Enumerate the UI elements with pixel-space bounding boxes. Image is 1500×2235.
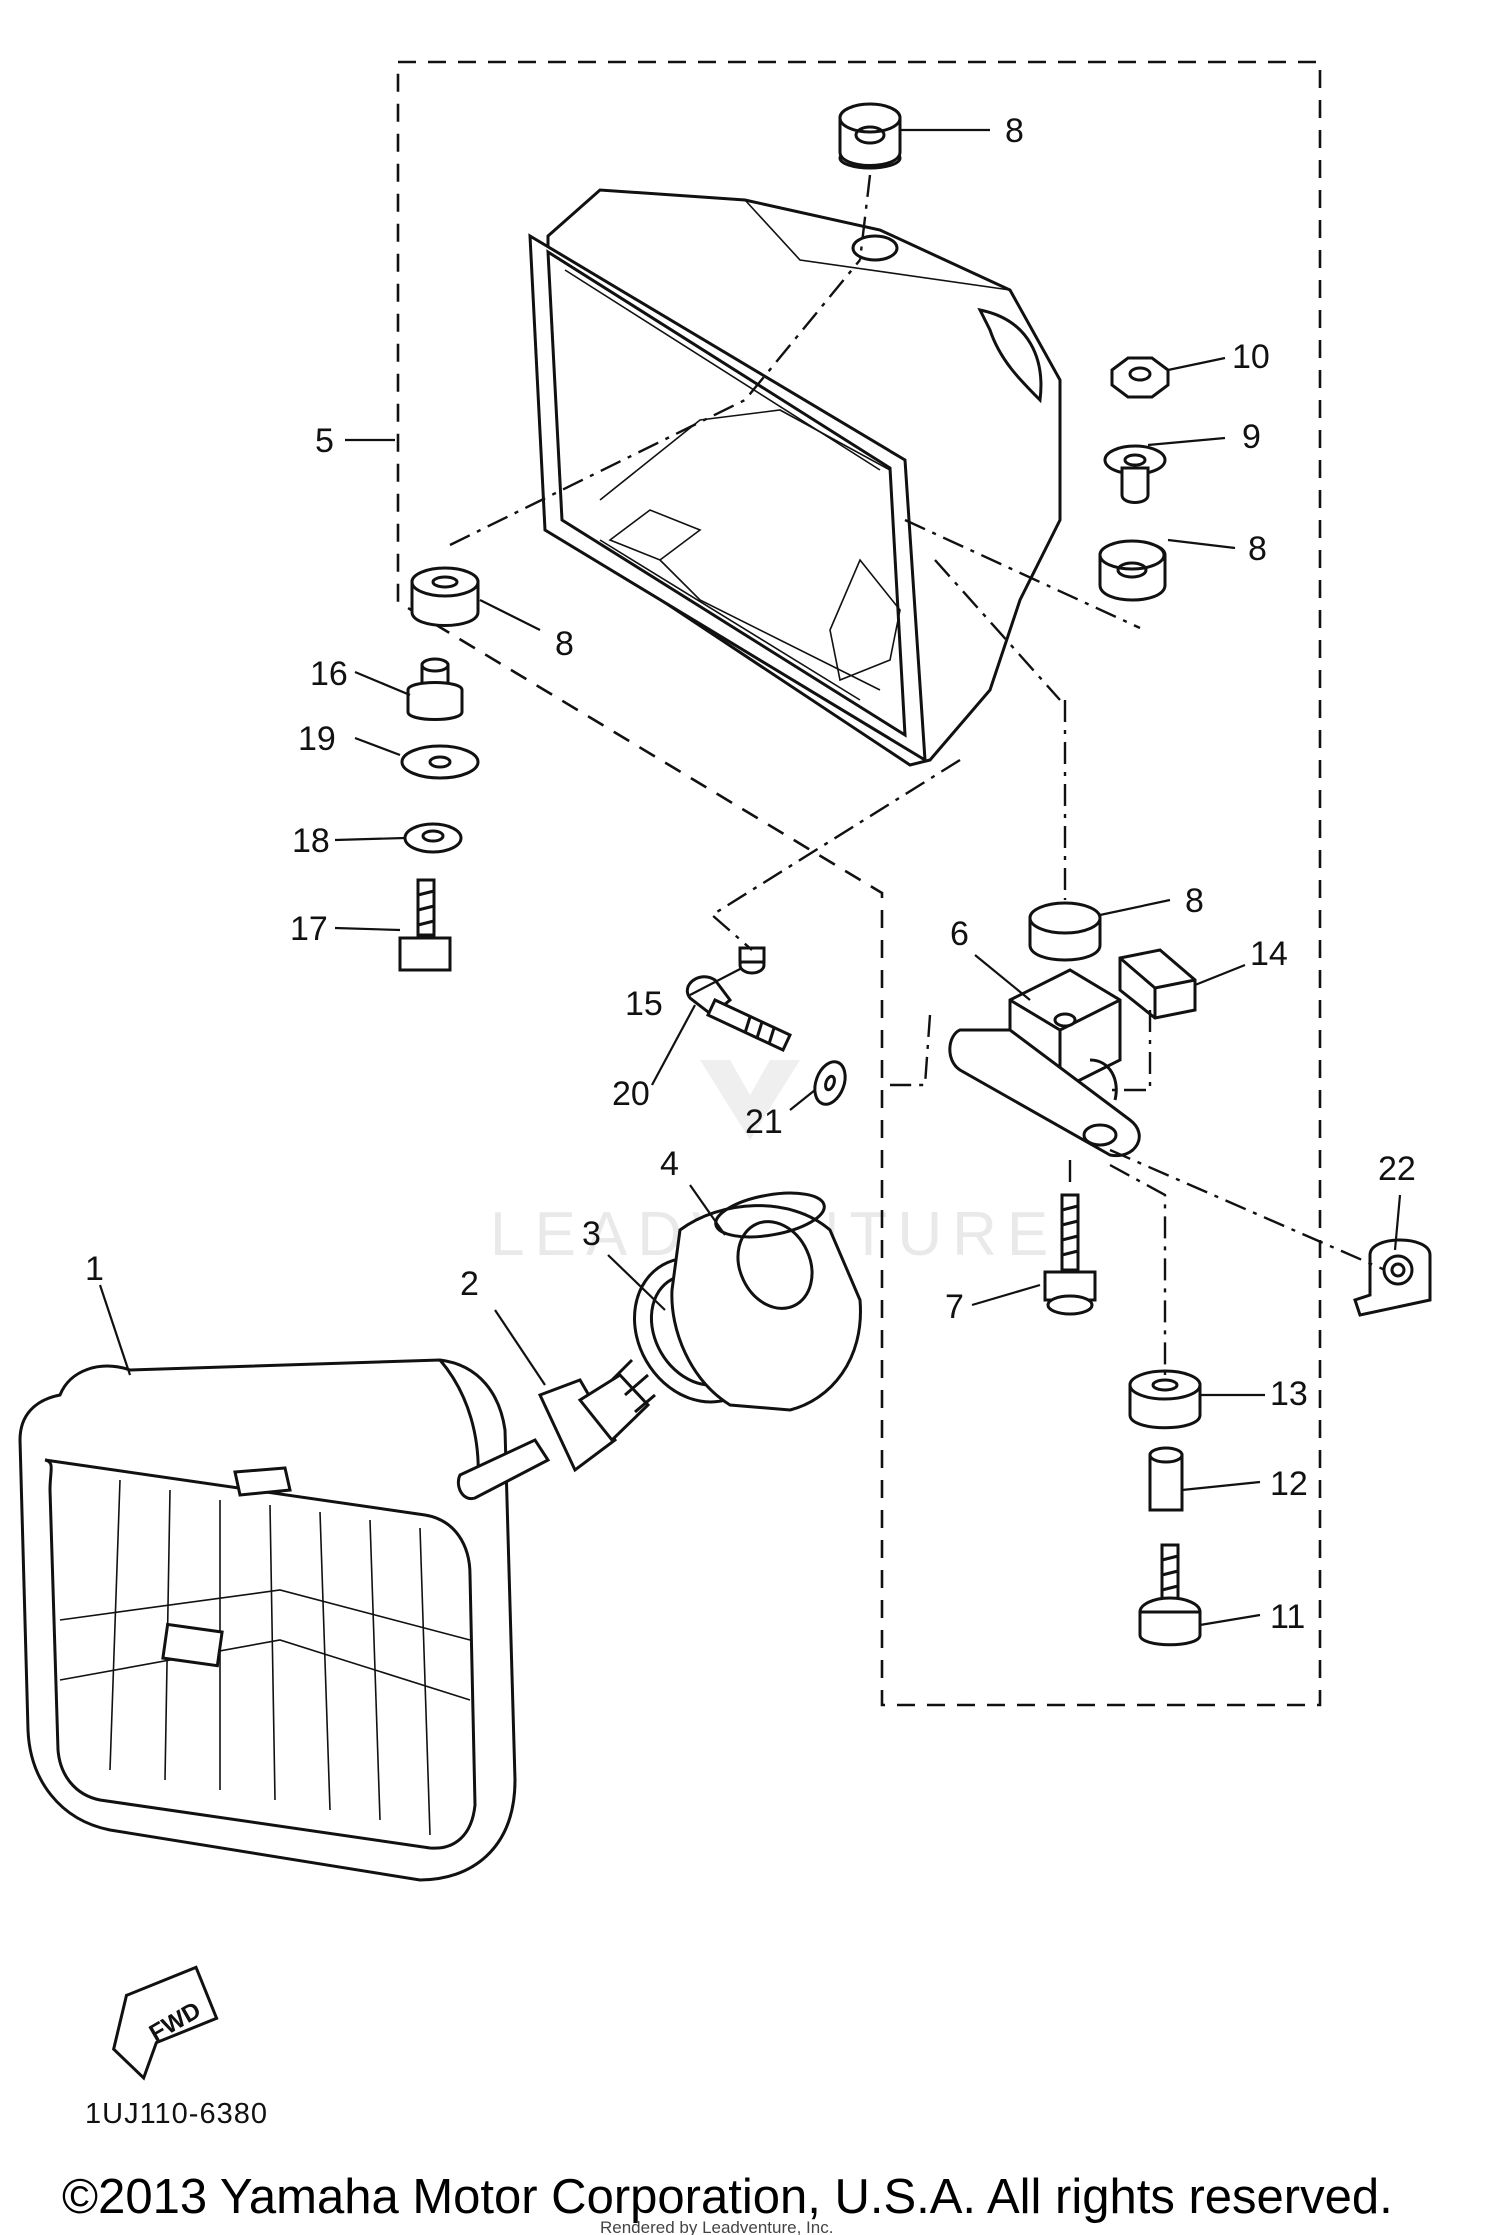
mounting-bracket[interactable]: [948, 968, 1141, 1158]
fwd-arrow-icon: FWD: [112, 1965, 219, 2081]
leader-lines: [98, 128, 1402, 1627]
callout-10: 10: [1232, 338, 1270, 376]
callout-20: 20: [612, 1075, 650, 1113]
grommet-right[interactable]: [1098, 539, 1167, 602]
screw-11[interactable]: [1138, 1543, 1202, 1647]
assembly-boundary: [396, 60, 1322, 1707]
callout-5: 5: [315, 422, 334, 460]
callout-1: 1: [85, 1250, 104, 1288]
callout-4: 4: [660, 1145, 679, 1183]
collar-9[interactable]: [1103, 444, 1167, 504]
diagram-code: 1UJ110-6380: [85, 2098, 268, 2130]
callout-16: 16: [310, 655, 348, 693]
callout-15: 15: [625, 985, 663, 1023]
grommet-top[interactable]: [838, 102, 902, 170]
bolt-20[interactable]: [686, 975, 792, 1052]
callout-6: 6: [950, 915, 969, 953]
callout-11: 11: [1270, 1598, 1305, 1636]
bolt-17[interactable]: [398, 878, 452, 972]
callout-22: 22: [1378, 1150, 1416, 1188]
callout-21: 21: [745, 1103, 783, 1141]
headlight-unit[interactable]: [18, 1358, 517, 1882]
spacer-12[interactable]: [1148, 1446, 1184, 1512]
grommet-bracket[interactable]: [1028, 901, 1102, 962]
callout-8-top: 8: [1005, 112, 1024, 150]
reference-lines: [449, 174, 1386, 1375]
bolt-7[interactable]: [1043, 1193, 1097, 1316]
callout-2: 2: [460, 1265, 479, 1303]
callout-19: 19: [298, 720, 336, 758]
callout-8-bracket: 8: [1185, 882, 1204, 920]
callout-8-left: 8: [555, 625, 574, 663]
lock-washer-18[interactable]: [403, 822, 463, 854]
callout-9: 9: [1242, 418, 1261, 456]
nut-10[interactable]: [1110, 356, 1170, 399]
callout-18: 18: [292, 822, 330, 860]
callout-13: 13: [1270, 1375, 1308, 1413]
callout-12: 12: [1270, 1465, 1308, 1503]
callout-14: 14: [1250, 935, 1288, 973]
damper-13[interactable]: [1128, 1369, 1202, 1430]
callout-17: 17: [290, 910, 328, 948]
washer-21[interactable]: [809, 1058, 850, 1109]
clamp-22[interactable]: [1353, 1238, 1432, 1317]
clip-nut-14[interactable]: [1118, 948, 1197, 1020]
screw-15[interactable]: [738, 946, 766, 975]
callout-labels: 1 2 3 4 5 6 7 8 8 8 8 9 10 11 12 13 14 1…: [85, 112, 1416, 1636]
headlight-bulb[interactable]: [456, 1358, 656, 1501]
grommet-left[interactable]: [410, 566, 480, 627]
callout-3: 3: [582, 1215, 601, 1253]
washer-19[interactable]: [400, 744, 480, 780]
callout-8-right: 8: [1248, 530, 1267, 568]
collar-16[interactable]: [406, 657, 464, 721]
headlight-housing[interactable]: [528, 188, 1062, 767]
callout-7: 7: [945, 1288, 964, 1326]
render-credit: Rendered by Leadventure, Inc.: [600, 2218, 833, 2235]
copyright-notice: ©2013 Yamaha Motor Corporation, U.S.A. A…: [62, 2170, 1393, 2224]
rubber-cover[interactable]: [670, 1186, 862, 1412]
